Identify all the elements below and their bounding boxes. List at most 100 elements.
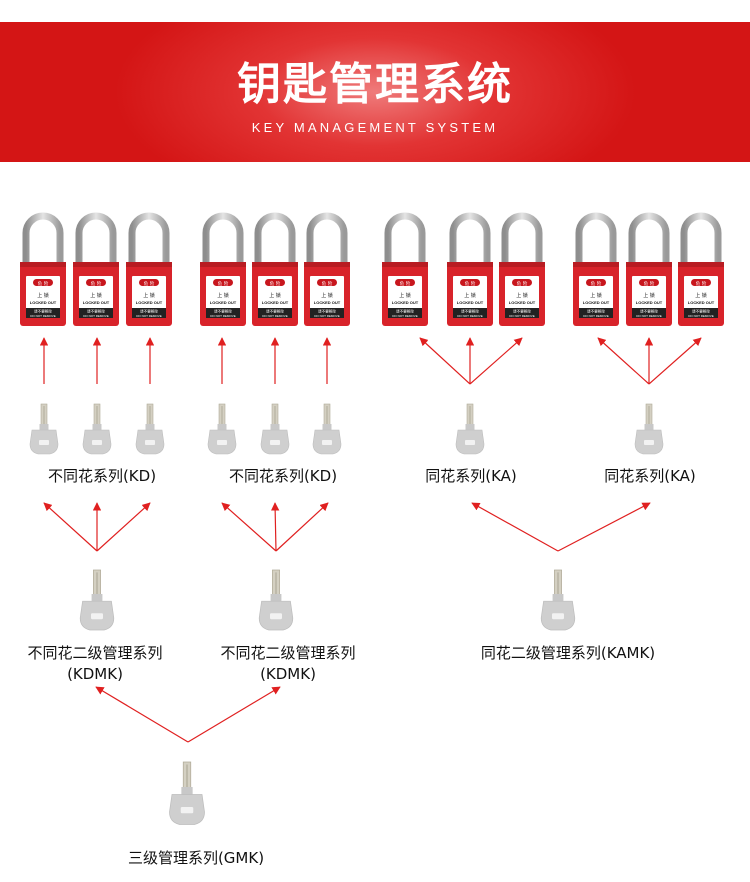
lock-badge-text: 危 险	[91, 280, 102, 287]
lock-warning-en: DO NOT REMOVE	[210, 314, 235, 318]
lock-warning-en: DO NOT REMOVE	[136, 314, 161, 318]
lock-text-en: LOCKED OUT	[314, 300, 341, 305]
lock-tag	[132, 276, 166, 318]
danger-badge	[395, 279, 415, 286]
lock-warning-cn: 请不要移除	[513, 309, 531, 314]
lock-text-en: LOCKED OUT	[262, 300, 289, 305]
lock-text-en: LOCKED OUT	[457, 300, 484, 305]
lock-text-cn: 上 锁	[643, 292, 655, 299]
lock-text-en: LOCKED OUT	[83, 300, 110, 305]
label-gmk: 三级管理系列(GMK)	[127, 849, 265, 867]
lock-text-en: LOCKED OUT	[636, 300, 663, 305]
shackle	[628, 212, 670, 266]
danger-badge	[33, 279, 53, 286]
lock-text-cn: 上 锁	[37, 292, 49, 299]
lock-text-cn: 上 锁	[269, 292, 281, 299]
label-kd-group-1: 不同花系列(KD)	[47, 467, 157, 485]
lock-text-cn: 上 锁	[464, 292, 476, 299]
lock-text-en: LOCKED OUT	[509, 300, 536, 305]
lock-warning-cn: 请不要移除	[266, 309, 284, 314]
lock-text-en: LOCKED OUT	[210, 300, 237, 305]
arrow	[95, 686, 189, 743]
arrows	[39, 337, 702, 743]
lock-warning-cn: 请不要移除	[692, 309, 710, 314]
lock-badge-text: 危 险	[270, 280, 281, 287]
lock-warning-en: DO NOT REMOVE	[636, 314, 661, 318]
lock-text-en: LOCKED OUT	[583, 300, 610, 305]
key-icon	[312, 403, 342, 455]
shackle	[384, 212, 426, 266]
key-icon	[258, 569, 294, 631]
label-kd-group-2: 不同花系列(KD)	[228, 467, 338, 485]
arrow	[43, 502, 98, 552]
lock-text-cn: 上 锁	[321, 292, 333, 299]
lock-text-en: LOCKED OUT	[688, 300, 715, 305]
arrow	[221, 502, 277, 552]
lock-tag	[79, 276, 113, 318]
label-ka-group-1: 同花系列(KA)	[425, 467, 517, 485]
lock-warning-en: DO NOT REMOVE	[583, 314, 608, 318]
lock-text-en: LOCKED OUT	[136, 300, 163, 305]
arrow	[597, 337, 650, 385]
key-icon	[135, 403, 165, 455]
key-icon	[634, 403, 664, 455]
lock-badge-text: 危 险	[218, 280, 229, 287]
lock-text-cn: 上 锁	[695, 292, 707, 299]
lock-warning-en: DO NOT REMOVE	[392, 314, 417, 318]
lock-badge-text: 危 险	[644, 280, 655, 287]
header-banner	[0, 22, 750, 162]
lock-warning-cn: 请不要移除	[640, 309, 658, 314]
danger-badge	[86, 279, 106, 286]
shackle	[22, 212, 64, 266]
key-icon	[540, 569, 576, 631]
key-icon	[207, 403, 237, 455]
label-kamk: 同花二级管理系列(KAMK)	[480, 644, 656, 662]
shackle	[449, 212, 491, 266]
lock-tag	[579, 276, 613, 318]
arrow	[96, 502, 151, 552]
lock-warning-en: DO NOT REMOVE	[83, 314, 108, 318]
lock-tag	[505, 276, 539, 318]
lock-tag	[632, 276, 666, 318]
lock-warning-cn: 请不要移除	[396, 309, 414, 314]
lock-text-cn: 上 锁	[217, 292, 229, 299]
lock-warning-en: DO NOT REMOVE	[30, 314, 55, 318]
danger-badge	[512, 279, 532, 286]
shackle	[202, 212, 244, 266]
lock-badge-text: 危 险	[465, 280, 476, 287]
arrow	[419, 337, 471, 385]
shackle	[75, 212, 117, 266]
lock-text-cn: 上 锁	[590, 292, 602, 299]
lock-warning-cn: 请不要移除	[87, 309, 105, 314]
lock-badge-text: 危 险	[517, 280, 528, 287]
key-icon	[455, 403, 485, 455]
lock-tag	[310, 276, 344, 318]
danger-badge	[265, 279, 285, 286]
lock-tag	[453, 276, 487, 318]
lock-badge-text: 危 险	[696, 280, 707, 287]
page-title: 钥匙管理系统	[237, 59, 513, 110]
shackle	[501, 212, 543, 266]
key-icon	[82, 403, 112, 455]
arrow	[270, 502, 280, 552]
shackle	[306, 212, 348, 266]
danger-badge	[639, 279, 659, 286]
arrow	[275, 502, 329, 552]
lock-tag	[26, 276, 60, 318]
arrow	[469, 337, 523, 385]
lock-text-cn: 上 锁	[143, 292, 155, 299]
page-subtitle: KEY MANAGEMENT SYSTEM	[251, 120, 499, 135]
shackle	[575, 212, 617, 266]
lock-badge-text: 危 险	[591, 280, 602, 287]
danger-badge	[139, 279, 159, 286]
lock-badge-text: 危 险	[144, 280, 155, 287]
